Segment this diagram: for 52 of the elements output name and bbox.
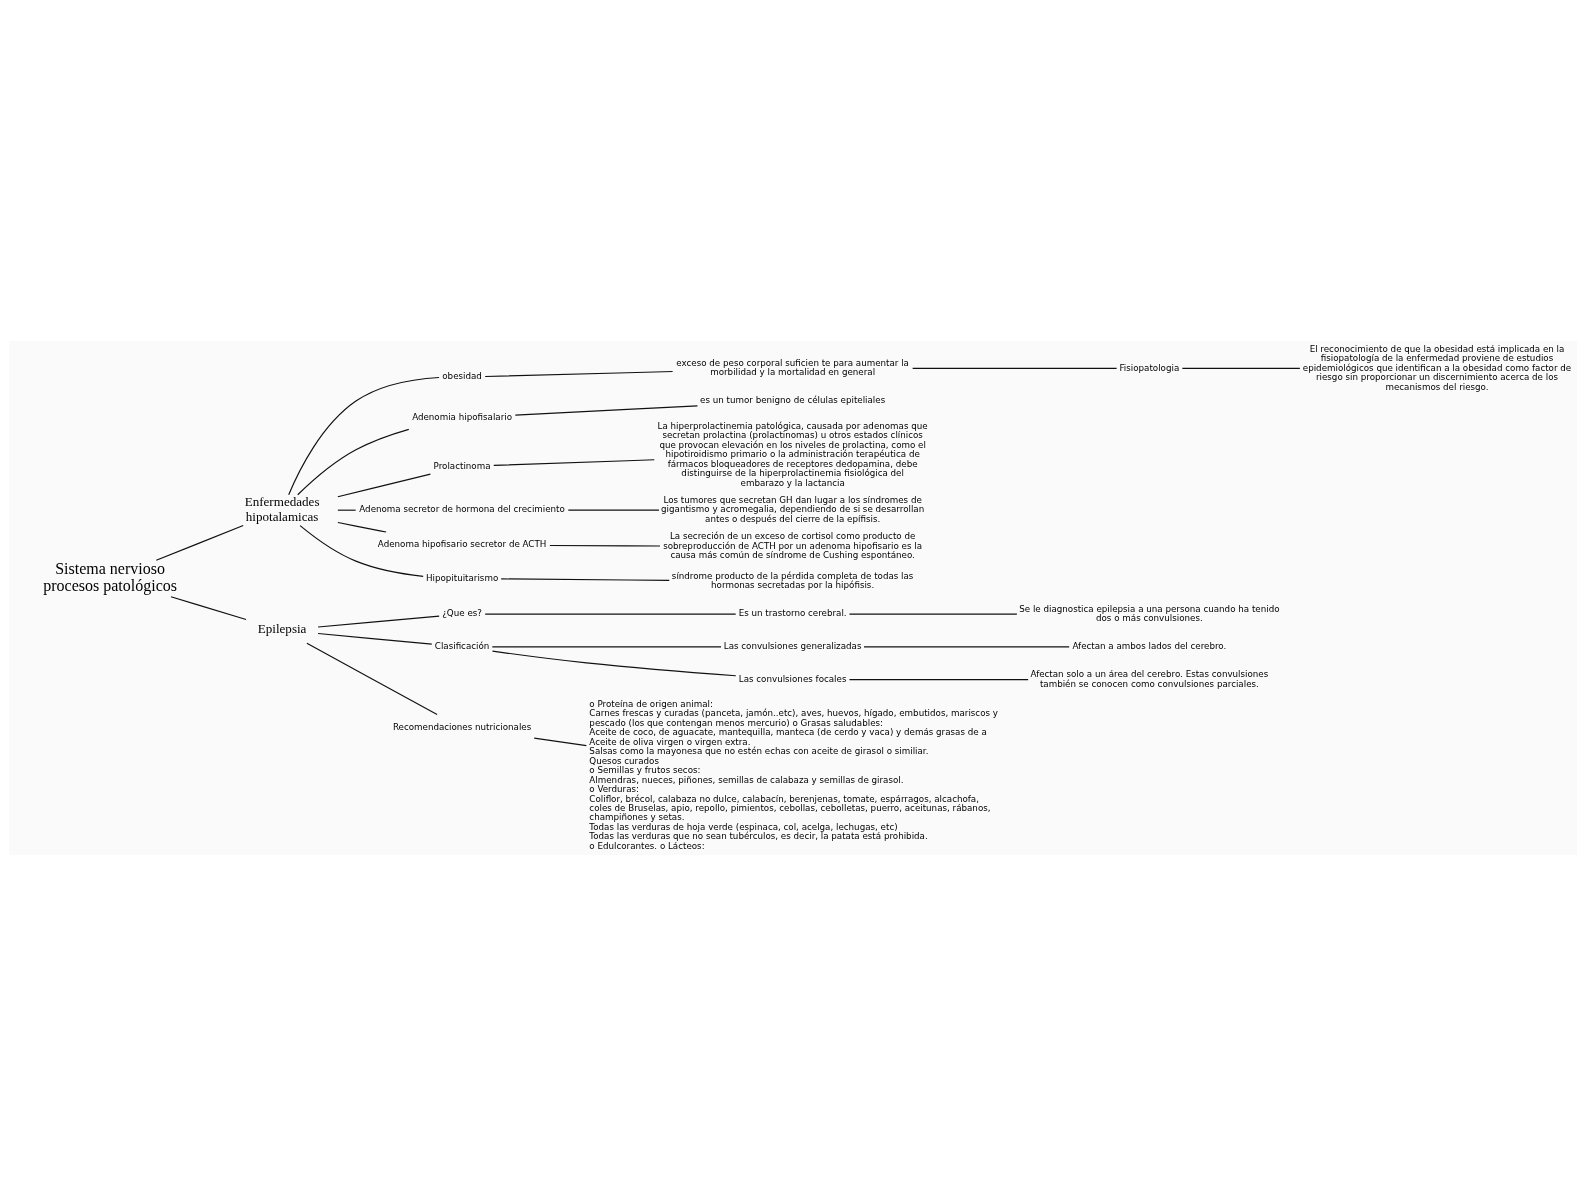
node-text: La secreción de un exceso de cortisol como producto de sobreproducción de ACTH por un adenoma hipofisario es la causa más común de síndrome de Cushing espontáneo. bbox=[662, 530, 922, 560]
connector bbox=[533, 736, 587, 746]
connector bbox=[169, 595, 247, 620]
connector bbox=[848, 678, 1029, 680]
node-text: La hiperprolactinemia patológica, causada por adenomas que secretan prolactina (prolactinomas) u otros estados clínicos que provocan elevación en los niveles de prolactina, como el hipotiroidismo primario o la administración terapéutica de fármacos bloqueadores de receptores dedopamina, debe distinguirse de la hiperprolactinemia fisiológica del embarazo y la lactancia bbox=[657, 420, 928, 488]
node-text: o Proteína de origen animal: Carnes frescas y curadas (panceta, jamón..etc), aves, huevos, hígado, embutidos, mariscos y pescado (los que contengan menos mercurio) o Grasas saludables: Aceite de coco, de aguacate, mantequilla, manteca (de cerdo y vaca) y demás grasas de a Aceite de oliva virgen o virgen extra. Salsas como la mayonesa que no estén echas con aceite de girasol o similiar. Quesos curados o Semillas y frutos secos: Almendras, nueces, piñones, semillas de calabaza y semillas de girasol. o Verduras: Coliflor, brécol, calabaza no dulce, calabacín, berenjenas, tomate, espárragos, alcachofa, coles de Bruselas, apio, repollo, pimientos, cebollas, cebolletas, puerro, aceitunas, rábanos, champiñones y setas. Todas las verduras de hoja verde (espinaca, col, acelga, lechugas, etc) Todas las verduras que no sean tubérculos, es decir, la patata está prohibida. o Edulcorantes. o Lácteos: bbox=[588, 698, 998, 851]
connector bbox=[500, 577, 670, 581]
node-text: Enfermedades hipotalamicas bbox=[244, 493, 319, 524]
connector bbox=[492, 458, 655, 466]
node-text: Las convulsiones generalizadas bbox=[723, 640, 861, 651]
connector bbox=[336, 521, 387, 533]
connector bbox=[491, 645, 722, 647]
connector bbox=[317, 615, 440, 628]
node-text: Fisiopatologia bbox=[1118, 362, 1179, 373]
node-text: Adenoma secretor de hormona del crecimiento bbox=[358, 503, 565, 514]
node-text: Afectan a ambos lados del cerebro. bbox=[1071, 640, 1226, 651]
connector bbox=[1181, 367, 1300, 369]
node-text: obesidad bbox=[441, 370, 482, 381]
node-text: Los tumores que secretan GH dan lugar a los síndromes de gigantismo y acromegalia, dependiendo de si se desarrollan antes o después del cierre de la epífisis. bbox=[660, 494, 924, 524]
connector bbox=[299, 524, 424, 577]
node-text: Adenomia hipofisalario bbox=[411, 411, 512, 422]
node-text: Adenoma hipofisario secretor de ACTH bbox=[377, 538, 546, 549]
connector bbox=[155, 524, 244, 561]
node-text: Hipopituitarismo bbox=[425, 572, 498, 583]
connector bbox=[848, 613, 1017, 615]
node-text: El reconocimiento de que la obesidad está implicada en la fisiopatología de la enfermedad proviene de estudios epidemiológicos que identifican a la obesidad como factor de riesgo sin proporcionar un discernimiento acerca de los mecanismos del riesgo. bbox=[1302, 343, 1571, 392]
node-text: Recomendaciones nutricionales bbox=[392, 721, 531, 732]
connector bbox=[287, 376, 440, 495]
connector bbox=[317, 632, 432, 645]
node-text: Sistema nervioso procesos patológicos bbox=[42, 559, 177, 594]
connector bbox=[491, 650, 736, 676]
node-text: síndrome producto de la pérdida completa de todas las hormonas secretadas por la hipófisis. bbox=[671, 570, 913, 590]
node-text: Se le diagnostica epilepsia a una persona cuando ha tenido dos o más convulsiones. bbox=[1018, 603, 1279, 623]
connector bbox=[484, 613, 736, 615]
node-text: Clasificación bbox=[434, 640, 489, 651]
connector bbox=[484, 370, 673, 377]
node-text: es un tumor benigno de células epiteliales bbox=[699, 394, 885, 405]
connector bbox=[567, 509, 660, 511]
node-text: Afectan solo a un área del cerebro. Estas convulsiones también se conocen como convulsiones parciales. bbox=[1029, 668, 1268, 689]
connector bbox=[548, 544, 661, 547]
node-text: Las convulsiones focales bbox=[738, 673, 846, 684]
node-text: Prolactinoma bbox=[433, 460, 491, 471]
connector bbox=[514, 404, 698, 416]
node-text: ¿Que es? bbox=[441, 607, 482, 618]
node-text: exceso de peso corporal suficien te para aumentar la morbilidad y la mortalidad en general bbox=[675, 357, 909, 377]
node-text: Es un trastorno cerebral. bbox=[738, 607, 847, 618]
node-text: Epilepsia bbox=[257, 620, 306, 636]
connector bbox=[336, 473, 431, 497]
connector bbox=[911, 367, 1117, 369]
connector bbox=[296, 428, 409, 495]
connector bbox=[862, 645, 1070, 647]
connector bbox=[305, 642, 438, 715]
